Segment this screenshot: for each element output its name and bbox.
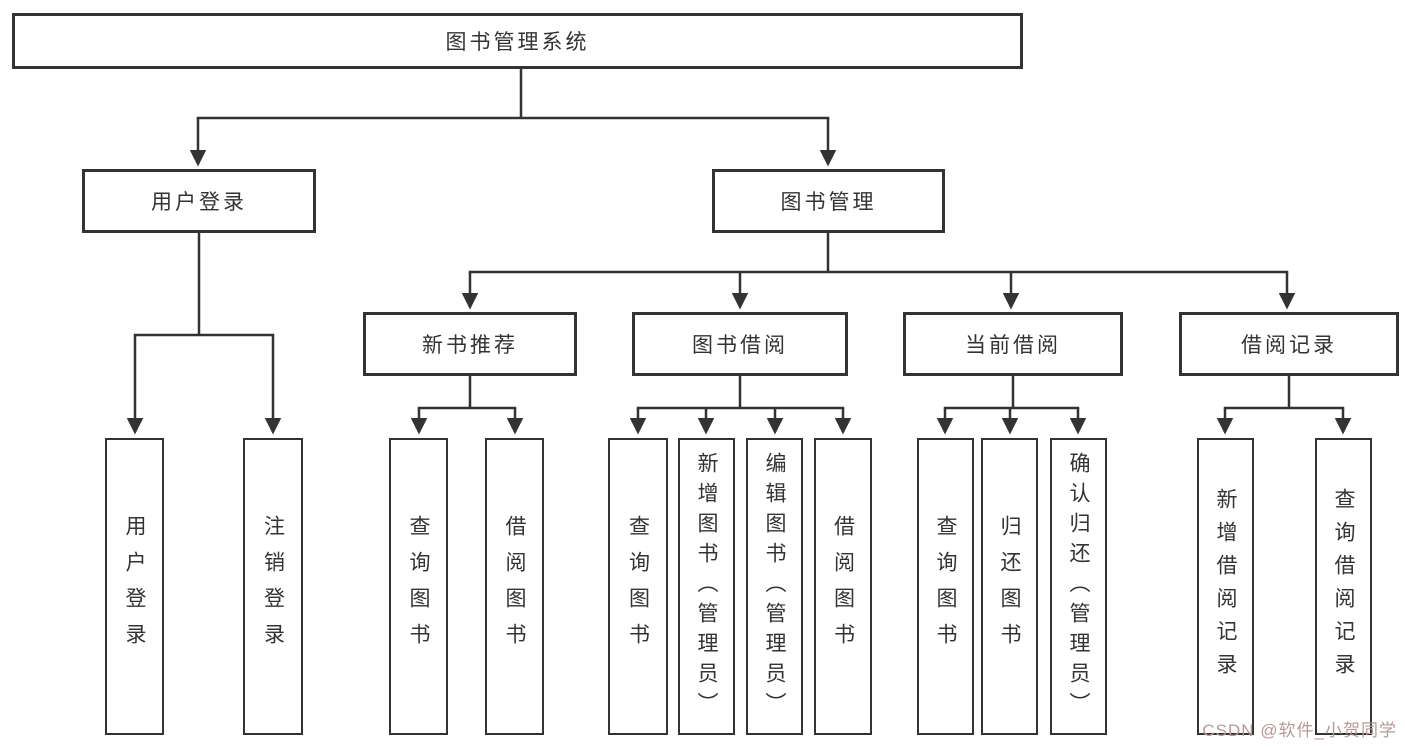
node-library-management-system: 图书管理系统 [12,13,1023,69]
node-leaf-add-books-admin: 新增图书（管理员） [678,438,735,735]
node-leaf-user-login: 用户登录 [105,438,164,735]
node-leaf-query-borrow-record: 查询借阅记录 [1315,438,1372,735]
node-leaf-logout: 注销登录 [243,438,303,735]
leaf-label: 用户登录 [123,514,146,659]
leaf-label: 确认归还（管理员） [1067,451,1090,722]
leaf-label: 注销登录 [261,514,285,659]
node-leaf-edit-books-admin: 编辑图书（管理员） [746,438,803,735]
node-leaf-confirm-return-admin: 确认归还（管理员） [1050,438,1107,735]
csdn-watermark: CSDN @软件_小贺同学 [1202,721,1397,740]
node-new-book-recommendation: 新书推荐 [363,312,577,376]
leaf-label: 借阅图书 [503,514,526,659]
leaf-label: 归还图书 [998,514,1021,659]
node-leaf-query-books-current: 查询图书 [917,438,974,735]
node-leaf-borrow-books-recommend: 借阅图书 [485,438,544,735]
node-book-borrowing: 图书借阅 [632,312,848,376]
node-user-login: 用户登录 [82,169,316,233]
node-borrowing-records: 借阅记录 [1179,312,1399,376]
leaf-label: 查询图书 [407,514,430,659]
leaf-label: 查询图书 [626,514,650,659]
node-leaf-borrow-books: 借阅图书 [814,438,872,735]
node-leaf-add-borrow-record: 新增借阅记录 [1197,438,1254,735]
leaf-label: 编辑图书（管理员） [763,451,786,722]
node-leaf-query-books-recommend: 查询图书 [389,438,448,735]
node-current-borrowing: 当前借阅 [903,312,1123,376]
node-leaf-query-books-borrow: 查询图书 [608,438,668,735]
node-leaf-return-books: 归还图书 [981,438,1038,735]
leaf-label: 新增借阅记录 [1214,487,1237,686]
leaf-label: 查询借阅记录 [1332,487,1355,686]
node-book-management: 图书管理 [712,169,945,233]
leaf-label: 借阅图书 [831,514,855,659]
leaf-label: 查询图书 [934,514,957,659]
leaf-label: 新增图书（管理员） [695,451,718,722]
